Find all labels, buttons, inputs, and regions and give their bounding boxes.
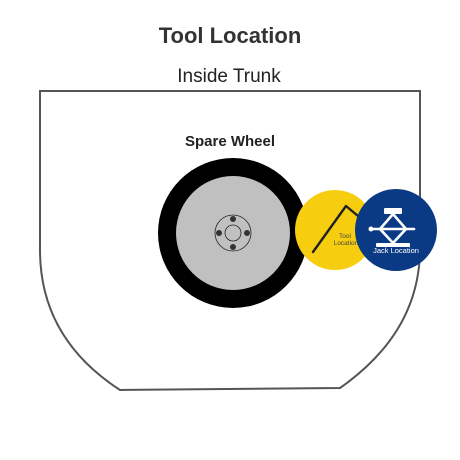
trunk-outline [39, 90, 421, 392]
lug-nut [216, 230, 222, 236]
wrench-icon [311, 204, 360, 254]
trunk-label: Inside Trunk [177, 66, 281, 87]
car-jack-icon [368, 208, 416, 247]
tool-location-badge[interactable]: Tool Location [295, 190, 375, 270]
tool-label-line2: Location [334, 240, 359, 247]
hub-ring [214, 214, 252, 252]
rim [176, 176, 290, 290]
hub-cap [224, 224, 242, 242]
spare-wheel-label: Spare Wheel [185, 133, 275, 150]
jack-location-badge[interactable]: Jack Location [355, 189, 437, 271]
jack-label: Jack Location [373, 246, 419, 255]
spare-wheel[interactable] [158, 158, 308, 308]
lug-nut [230, 244, 236, 250]
lug-nut [244, 230, 250, 236]
tool-label-line1: Tool [339, 233, 351, 240]
lug-nut [230, 216, 236, 222]
diagram-title: Tool Location [159, 23, 302, 48]
